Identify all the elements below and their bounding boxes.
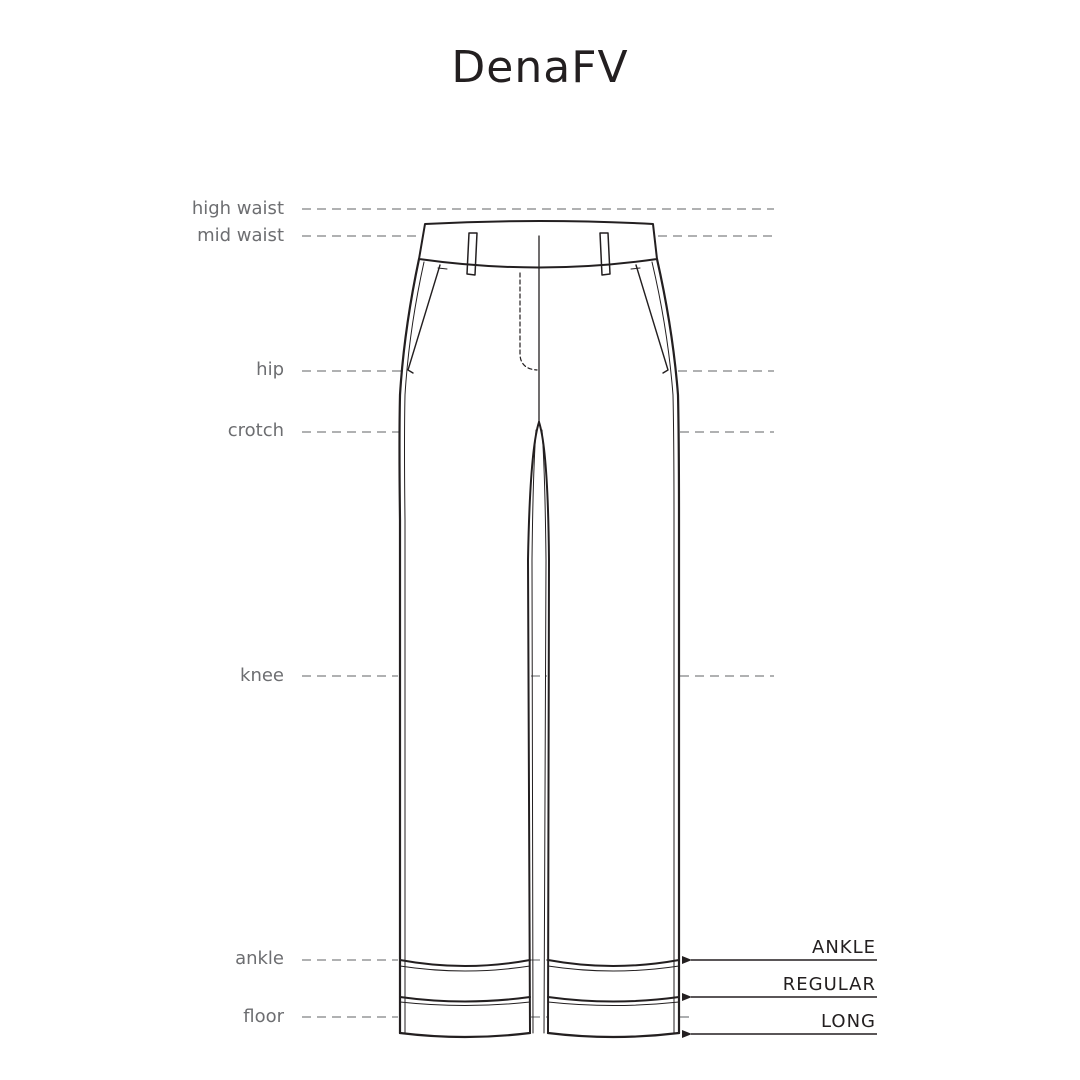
right-inseam bbox=[538, 421, 550, 1034]
length-label-long: LONG bbox=[821, 1011, 876, 1032]
hem-long-right bbox=[546, 1031, 681, 1039]
label-crotch: crotch bbox=[227, 420, 284, 441]
waistband bbox=[418, 220, 658, 269]
left-inseam bbox=[527, 421, 540, 1034]
label-ankle: ankle bbox=[235, 948, 284, 969]
fly-stitching bbox=[519, 272, 538, 371]
pocket-left bbox=[407, 264, 441, 374]
page-title: DenaFV bbox=[451, 42, 629, 93]
length-label-regular: REGULAR bbox=[782, 974, 876, 995]
right-outseam bbox=[655, 257, 681, 1035]
belt-loop-left bbox=[466, 232, 478, 276]
left-outseam bbox=[398, 257, 421, 1035]
belt-loop-right bbox=[599, 232, 611, 276]
label-mid-waist: mid waist bbox=[197, 225, 284, 246]
label-knee: knee bbox=[240, 665, 284, 686]
hem-long-left bbox=[398, 1031, 532, 1039]
label-hip: hip bbox=[256, 359, 284, 380]
hem-ankle-left bbox=[399, 959, 531, 967]
pocket-right bbox=[635, 264, 669, 374]
hem-regular-right bbox=[547, 996, 680, 1003]
hem-regular-left bbox=[399, 996, 531, 1003]
label-floor: floor bbox=[243, 1006, 284, 1027]
label-high-waist: high waist bbox=[191, 198, 284, 219]
hem-ankle-right bbox=[547, 959, 680, 967]
length-label-ankle: ANKLE bbox=[812, 937, 876, 958]
